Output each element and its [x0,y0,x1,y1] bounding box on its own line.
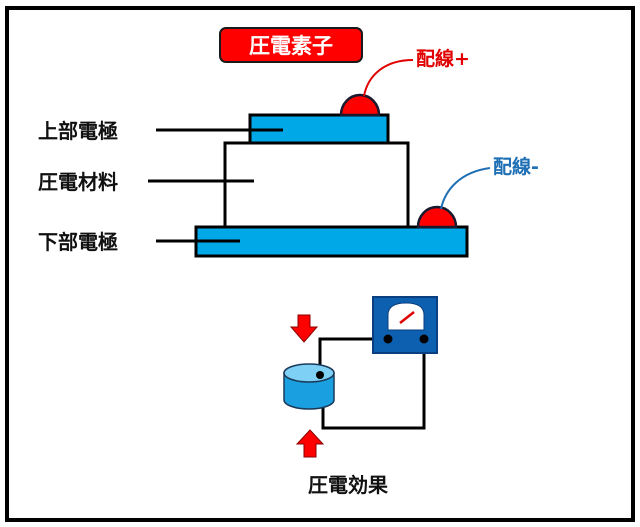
cylinder-body [283,372,335,410]
cylinder-top [283,363,335,383]
title-text: 圧電素子 [249,34,333,58]
circuit-wire-top [318,337,388,376]
label-wire-positive: 配線+ [416,48,470,70]
label-piezo-material: 圧電材料 [38,170,118,194]
label-wire-negative: 配線- [493,156,539,178]
positive-wire [363,59,414,97]
meter-needle [399,311,415,324]
arrow-up-icon [295,429,325,458]
label-top-electrode: 上部電極 [38,119,118,143]
negative-contact [416,205,458,229]
positive-contact [339,93,381,117]
negative-wire [440,167,491,210]
meter-terminal-right [419,334,429,344]
outer-frame [5,6,635,522]
meter-dial-face [387,302,425,331]
circuit-wire-bottom [321,339,426,430]
label-piezo-effect: 圧電効果 [308,473,388,497]
meter-terminal-left [383,334,393,344]
cylinder-terminal [316,371,324,379]
piezo-material [223,141,410,229]
label-bottom-electrode: 下部電極 [38,230,118,254]
arrow-down-icon [289,314,319,343]
bottom-electrode [194,225,469,258]
title-badge: 圧電素子 [219,27,363,63]
